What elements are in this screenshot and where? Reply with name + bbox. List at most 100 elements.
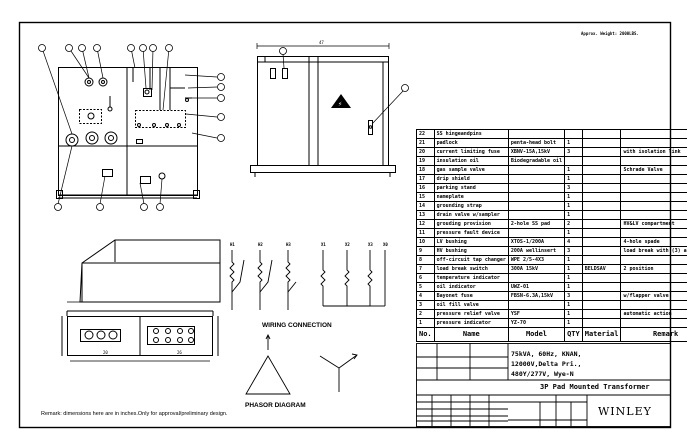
bom-cell-name: HV bushing: [433, 246, 509, 256]
bom-cell-name: pressure relief valve: [433, 309, 509, 319]
bom-column-header: Material: [581, 327, 622, 342]
bom-cell-model: FBSN-6.3A,15kV: [507, 291, 566, 301]
bom-cell-qty: 1: [564, 210, 583, 220]
bom-cell-no: 8: [416, 255, 435, 265]
bom-cell-model: XBNV-15A,15kV: [507, 147, 566, 157]
bom-cell-remark: [620, 318, 687, 328]
front-callouts: [38, 44, 225, 211]
bom-cell-remark: [620, 282, 687, 292]
company-name: WINLEY: [598, 405, 652, 418]
bom-cell-material: [581, 309, 622, 319]
bom-cell-remark: [620, 174, 687, 184]
svg-text:⚡: ⚡: [338, 100, 342, 108]
bom-cell-qty: 1: [564, 138, 583, 148]
base-dim-left: 20: [103, 350, 108, 355]
bom-cell-no: 19: [416, 156, 435, 166]
bom-column-header: No.: [416, 327, 435, 342]
title-block-frame: [416, 343, 671, 427]
wiring-diagram: [229, 250, 386, 310]
hv-label-1: H1: [230, 242, 235, 247]
bom-cell-no: 15: [416, 192, 435, 202]
bom-cell-qty: 1: [564, 174, 583, 184]
bom-cell-remark: 2 position: [620, 264, 687, 274]
bom-cell-name: pressure fault device: [433, 228, 509, 238]
bom-cell-name: SS hingeandpins: [433, 129, 509, 139]
bom-cell-model: [507, 210, 566, 220]
bom-cell-remark: [620, 228, 687, 238]
bom-cell-qty: 1: [564, 300, 583, 310]
bom-cell-remark: Schrade Valve: [620, 165, 687, 175]
bom-cell-qty: 1: [564, 192, 583, 202]
bom-cell-model: [507, 183, 566, 193]
side-width-dimension: 47: [319, 40, 324, 45]
bom-cell-material: [581, 228, 622, 238]
bom-cell-model: penta-head bolt: [507, 138, 566, 148]
bom-cell-no: 21: [416, 138, 435, 148]
bom-cell-model: 2-hole SS pad: [507, 219, 566, 229]
bom-cell-no: 16: [416, 183, 435, 193]
bom-cell-no: 3: [416, 300, 435, 310]
bom-cell-qty: 1: [564, 282, 583, 292]
bom-cell-no: 2: [416, 309, 435, 319]
bom-cell-remark: HV&LV compartment: [620, 219, 687, 229]
bom-cell-no: 7: [416, 264, 435, 274]
base-dim-right: 26: [177, 350, 182, 355]
bom-cell-model: [507, 201, 566, 211]
bom-cell-remark: [620, 156, 687, 166]
bom-cell-name: padlock: [433, 138, 509, 148]
bom-cell-material: [581, 255, 622, 265]
bom-cell-remark: [620, 129, 687, 139]
bom-cell-remark: automatic action: [620, 309, 687, 319]
bom-cell-name: temperature indicator: [433, 273, 509, 283]
bom-cell-material: [581, 174, 622, 184]
bom-cell-remark: [620, 183, 687, 193]
bom-cell-material: [581, 318, 622, 328]
base-view: [61, 239, 221, 362]
bom-cell-material: [581, 192, 622, 202]
bom-cell-remark: [620, 255, 687, 265]
bom-cell-remark: [620, 138, 687, 148]
bom-cell-qty: 4: [564, 237, 583, 247]
bom-column-header: Remark: [620, 327, 687, 342]
drawing-title: 3P Pad Mounted Transformer: [540, 383, 650, 391]
spec-line-1: 75kVA, 60Hz, KNAN,: [511, 350, 582, 358]
bom-cell-remark: 4-hole spade: [620, 237, 687, 247]
lv-label-2: X2: [345, 242, 350, 247]
bom-cell-remark: with isolation link: [620, 147, 687, 157]
bom-cell-material: [581, 210, 622, 220]
bom-cell-name: oil indicator: [433, 282, 509, 292]
bom-cell-qty: 1: [564, 264, 583, 274]
bom-cell-material: [581, 147, 622, 157]
bom-cell-name: nameplate: [433, 192, 509, 202]
bom-cell-model: [507, 165, 566, 175]
bom-cell-material: [581, 300, 622, 310]
bom-cell-no: 1: [416, 318, 435, 328]
bom-cell-qty: [564, 129, 583, 139]
bom-cell-no: 5: [416, 282, 435, 292]
bom-cell-name: drip shield: [433, 174, 509, 184]
bom-cell-material: [581, 282, 622, 292]
bom-cell-name: current limiting fuse: [433, 147, 509, 157]
bom-cell-name: load break switch: [433, 264, 509, 274]
bom-cell-name: pressure indicator: [433, 318, 509, 328]
bom-cell-qty: 1: [564, 228, 583, 238]
bom-cell-model: YSF: [507, 309, 566, 319]
bom-cell-remark: [620, 192, 687, 202]
